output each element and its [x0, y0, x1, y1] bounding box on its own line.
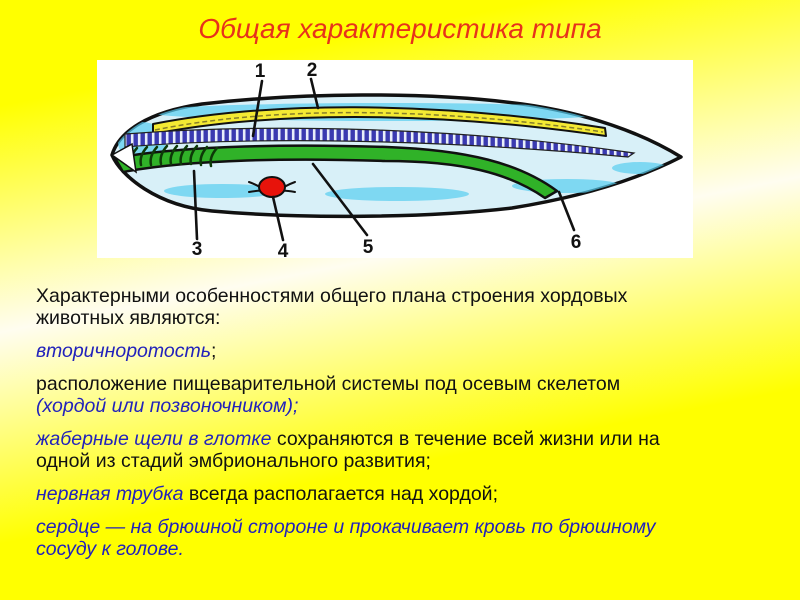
mouth-opening [110, 142, 137, 174]
text-segment: расположение пищеварительной системы под… [36, 373, 621, 395]
label-line-2 [309, 77, 320, 110]
body-text: Характерными особенностями общего плана … [36, 285, 788, 571]
text-paragraph: жаберные щели в глотке сохраняются в теч… [36, 428, 788, 472]
label-line-1 [251, 79, 264, 138]
text-paragraph: нервная трубка всегда располагается над … [36, 483, 788, 505]
label-line-6 [557, 190, 576, 232]
diagram-label-5: 5 [363, 237, 374, 258]
neural-tube [152, 106, 607, 137]
text-paragraph: Характерными особенностями общего плана … [36, 285, 788, 329]
text-paragraph: сердце — на брюшной стороне и прокачивае… [36, 516, 788, 560]
label-line-3 [192, 169, 199, 241]
digestive-tube [113, 144, 559, 200]
page-title: Общая характеристика типа [198, 13, 602, 44]
label-line-4 [271, 195, 285, 242]
text-segment: ; [211, 340, 217, 362]
neural-tube-midline [154, 111, 604, 133]
diagram-label-1: 1 [255, 61, 266, 82]
text-segment: жаберные щели в глотке [36, 428, 272, 450]
text-segment: Характерными особенностями общего плана … [36, 285, 628, 329]
diagram-label-2: 2 [307, 60, 318, 81]
text-paragraph: вторичноротость; [36, 340, 788, 362]
text-segment: сохраняются в течение всей жизни или на … [36, 428, 660, 472]
text-segment: (хордой или позвоночником); [36, 395, 299, 417]
text-segment: нервная трубка [36, 483, 184, 505]
gill-slits [129, 144, 219, 168]
diagram-label-6: 6 [571, 232, 582, 253]
chordate-body-plan-illustration: 1 2 3 4 5 6 [110, 60, 683, 258]
diagram-label-4: 4 [278, 241, 289, 258]
label-line-5 [311, 162, 369, 237]
text-segment: всегда располагается над хордой; [183, 483, 498, 505]
heart [248, 176, 296, 198]
text-segment: вторичноротость [36, 340, 211, 362]
text-segment: сердце — на брюшной стороне и прокачивае… [36, 516, 656, 560]
diagram-label-3: 3 [192, 239, 203, 258]
text-paragraph: расположение пищеварительной системы под… [36, 373, 788, 417]
chordate-diagram: 1 2 3 4 5 6 [97, 60, 693, 258]
